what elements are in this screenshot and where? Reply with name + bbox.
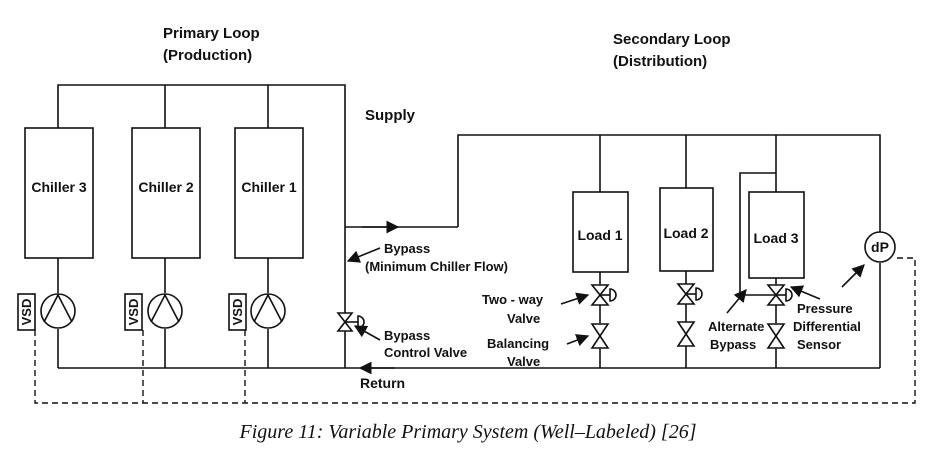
pump-icon [250,293,286,329]
two-way-valve-2 [676,283,703,305]
alt-bypass-label-line1: Alternate [708,319,764,334]
primary-loop-title: Primary Loop [163,25,260,42]
supply-label: Supply [365,107,416,124]
load-3-label: Load 3 [753,230,798,246]
bypass-label-line1: Bypass [384,241,430,256]
pressure-leader [789,285,821,300]
pump-unit-1: VSD [228,293,286,403]
bypass-leader [346,247,381,263]
chiller-3: Chiller 3 [24,127,94,259]
chiller-1-label: Chiller 1 [241,179,296,195]
alt-bypass-leader [726,289,747,314]
load-2: Load 2 [659,187,714,272]
pressure-label-line3: Sensor [797,337,841,352]
load-1: Load 1 [572,191,629,273]
balancing-valve-1 [590,323,610,349]
balancing-valve-2 [676,321,696,347]
load-3: Load 3 [748,191,805,279]
balancing-label-line1: Balancing [487,336,549,351]
load-1-label: Load 1 [577,227,622,243]
alt-bypass-label-line2: Bypass [710,337,756,352]
balancing-label-line2: Valve [507,354,540,369]
balancing-valve-3 [766,323,786,349]
chiller-2-label: Chiller 2 [138,179,193,195]
two-way-valve-3 [766,284,793,306]
bypass-label-line2: (Minimum Chiller Flow) [365,259,508,274]
pressure-label-line1: Pressure [797,301,853,316]
load-2-label: Load 2 [663,225,708,241]
pressure-label-line2: Differential [793,319,861,334]
chiller-2: Chiller 2 [131,127,201,259]
dp-sensor: dP [864,231,896,263]
two-way-label-line2: Valve [507,311,540,326]
dp-leader [841,264,865,288]
pump-icon [147,293,183,329]
bypass-valve-leader [353,325,381,341]
return-label: Return [360,375,405,391]
two-way-label-line1: Two - way [482,292,544,307]
secondary-loop-subtitle: (Distribution) [613,53,707,70]
two-way-valve-1 [590,284,617,306]
vsd-label-1: VSD [230,299,245,326]
pump-unit-2: VSD [124,293,183,403]
dp-label: dP [871,239,889,255]
pump-icon [40,293,76,329]
bypass-valve-label-line1: Bypass [384,328,430,343]
vsd-label-2: VSD [126,299,141,326]
pump-unit-3: VSD [17,257,916,404]
secondary-loop-title: Secondary Loop [613,31,731,48]
chiller-3-label: Chiller 3 [31,179,86,195]
primary-loop-subtitle: (Production) [163,47,252,64]
balancing-leader [566,334,590,347]
figure-caption: Figure 11: Variable Primary System (Well… [239,421,697,443]
chiller-1: Chiller 1 [234,127,304,259]
bypass-valve-label-line2: Control Valve [384,345,467,360]
two-way-leader [560,292,590,305]
vsd-label-3: VSD [19,299,34,326]
